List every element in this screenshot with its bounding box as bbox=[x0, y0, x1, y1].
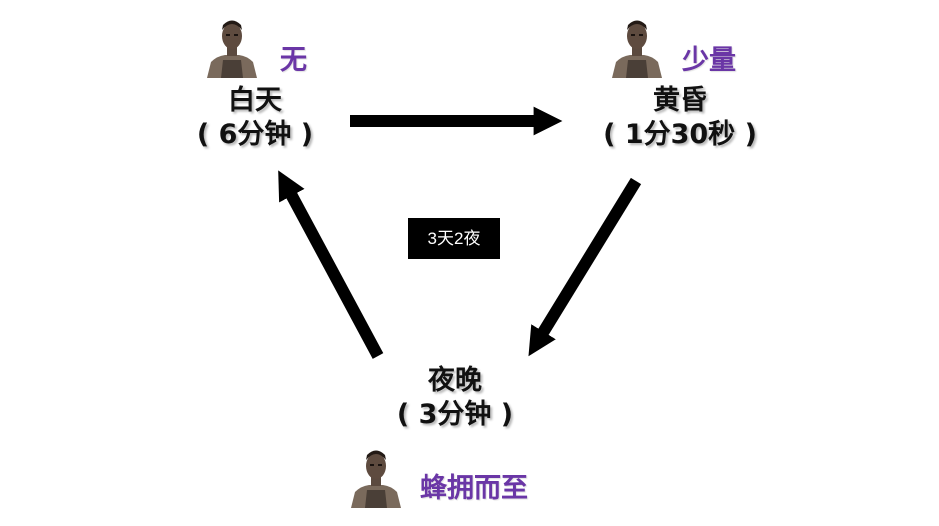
dusk-phase-duration: ( 1分30秒 ) bbox=[603, 118, 757, 150]
cycle-badge: 3天2夜 bbox=[408, 218, 500, 259]
zombie-man-icon bbox=[345, 446, 407, 508]
day-phase-duration: ( 6分钟 ) bbox=[196, 118, 314, 150]
dusk-phase-name: 黄昏 bbox=[653, 85, 707, 116]
night-zombie-amount: 蜂拥而至 bbox=[420, 473, 528, 504]
night-phase: 夜晚 ( 3分钟 ) bbox=[370, 364, 540, 432]
zombie-man-icon bbox=[201, 16, 263, 78]
arrow-dusk-to-night bbox=[528, 177, 642, 357]
night-phase-duration: ( 3分钟 ) bbox=[396, 398, 514, 430]
night-phase-name: 夜晚 bbox=[428, 365, 482, 396]
day-phase-name: 白天 bbox=[228, 85, 282, 116]
zombie-man-icon bbox=[606, 16, 668, 78]
day-zombie-amount: 无 bbox=[280, 45, 307, 76]
day-phase: 白天 ( 6分钟 ) bbox=[170, 84, 340, 152]
dusk-zombie-amount: 少量 bbox=[682, 45, 736, 76]
dusk-phase: 黄昏 ( 1分30秒 ) bbox=[585, 84, 775, 152]
arrow-night-to-day bbox=[278, 170, 384, 359]
